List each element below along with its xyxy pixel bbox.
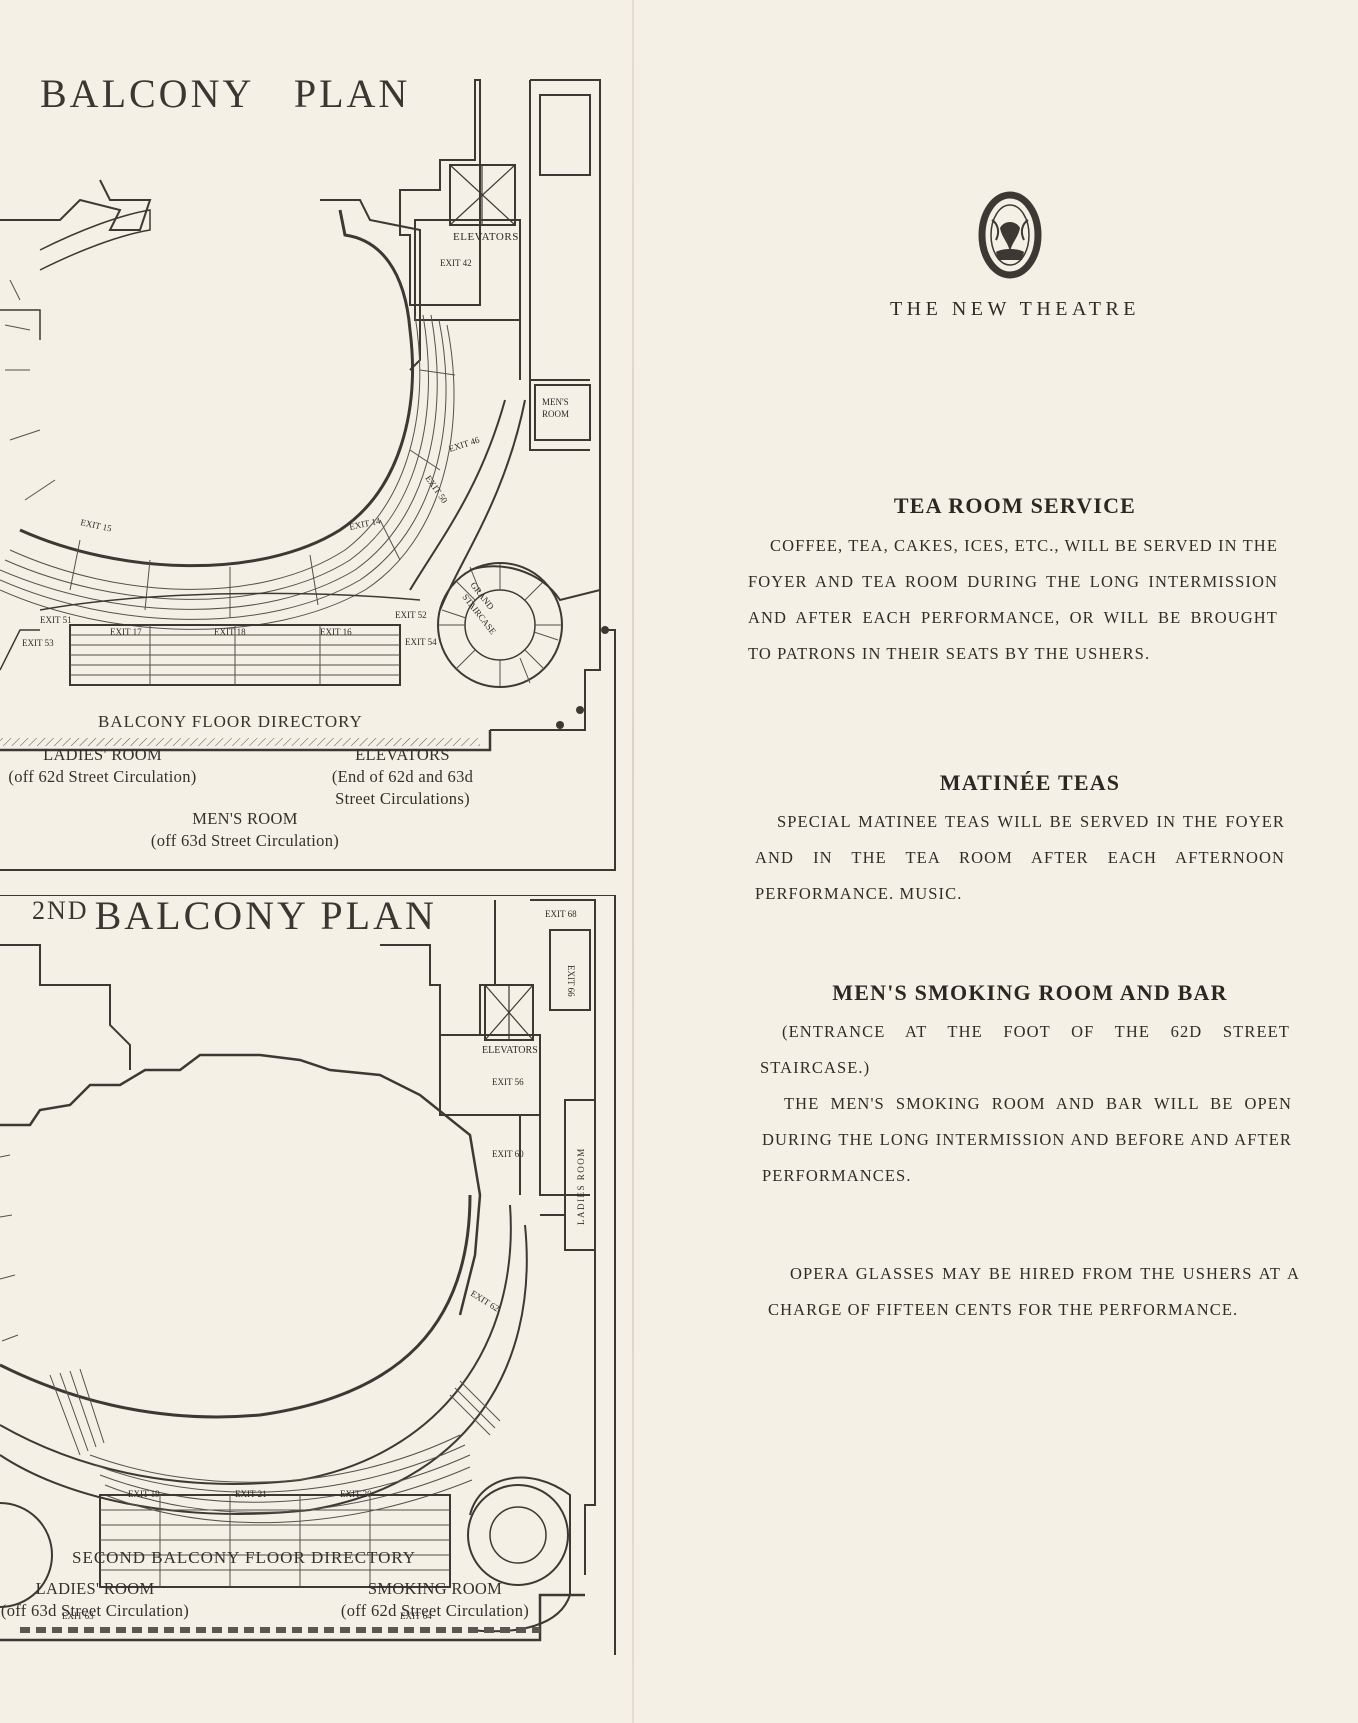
label-exit-21: EXIT 21 <box>235 1489 267 1499</box>
balcony-east-wall <box>490 79 601 731</box>
balcony-directory-mens-room: MEN'S ROOM (off 63d Street Circulation) <box>150 809 340 850</box>
page-fold <box>632 0 634 1723</box>
second-plan-frame <box>0 895 616 1655</box>
balcony-plan-drawing: ELEVATORS EXIT 42 MEN'S ROOM EXIT 46 EXI… <box>0 79 616 871</box>
label-mens-room-2: ROOM <box>542 409 569 419</box>
balcony-directory-ladies-room: LADIES' ROOM (off 62d Street Circulation… <box>8 745 197 786</box>
label-exit-46: EXIT 46 <box>448 434 482 453</box>
ladies-room-box <box>564 1099 596 1251</box>
label-exit-16: EXIT 16 <box>320 627 352 637</box>
mens-room-box <box>534 384 591 441</box>
label-elevators: ELEVATORS <box>453 231 519 243</box>
label-exit-50: EXIT 50 <box>423 473 450 505</box>
second-balcony-lower-tier <box>99 1494 451 1588</box>
smoking-room-note: (ENTRANCE AT THE FOOT OF THE 62D STREET … <box>760 1022 1290 1077</box>
label-exit-68: EXIT 68 <box>545 909 577 919</box>
label-exit-20: EXIT 20 <box>340 1489 372 1499</box>
elevator-lobby <box>414 219 521 321</box>
second-directory-heading: SECOND BALCONY FLOOR DIRECTORY <box>72 1548 417 1567</box>
label-exit-18: EXIT 18 <box>214 627 246 637</box>
label-ladies-room-2: LADIES ROOM <box>576 1147 586 1225</box>
balcony-directory-heading: BALCONY FLOOR DIRECTORY <box>98 712 363 731</box>
label-exit-53: EXIT 53 <box>22 638 54 648</box>
second-round-room <box>467 1484 569 1586</box>
label-exit-17: EXIT 17 <box>110 627 142 637</box>
balcony-plan-frame <box>0 629 616 871</box>
theatre-name: THE NEW THEATRE <box>889 298 1141 320</box>
label-exit-19: EXIT 19 <box>128 1489 160 1499</box>
label-exit-52: EXIT 52 <box>395 610 427 620</box>
balcony-seat-rows <box>0 314 455 630</box>
label-exit-62: EXIT 62 <box>469 1288 501 1313</box>
label-exit-54: EXIT 54 <box>405 637 437 647</box>
smoking-room-heading: MEN'S SMOKING ROOM AND BAR <box>832 980 1228 1005</box>
balcony-elevator-block <box>399 79 481 306</box>
second-directory-ladies-room: LADIES' ROOM (off 63d Street Circulation… <box>0 1579 190 1620</box>
label-exit-15: EXIT 15 <box>80 517 113 533</box>
label-exit-64: EXIT 64 <box>400 1611 432 1621</box>
second-balcony-ordinal: 2ND <box>32 896 89 925</box>
theatre-monogram-icon <box>978 191 1042 279</box>
second-south-wall <box>0 1593 585 1642</box>
second-east-wall <box>530 899 596 1575</box>
second-balcony-title-text: BALCONY PLAN <box>94 893 437 938</box>
tea-room-body: COFFEE, TEA, CAKES, ICES, ETC., WILL BE … <box>748 536 1278 663</box>
balcony-directory-elevators: ELEVATORS (End of 62d and 63d Street Cir… <box>331 745 474 808</box>
opera-glasses-notice: OPERA GLASSES MAY BE HIRED FROM THE USHE… <box>768 1264 1300 1319</box>
label-exit-56: EXIT 56 <box>492 1077 524 1087</box>
label-exit-66: EXIT 66 <box>566 965 576 997</box>
matinee-teas-heading: MATINÉE TEAS <box>939 770 1121 795</box>
smoking-room-body: THE MEN'S SMOKING ROOM AND BAR WILL BE O… <box>762 1094 1292 1185</box>
matinee-teas-body: SPECIAL MATINEE TEAS WILL BE SERVED IN T… <box>755 812 1285 903</box>
second-directory-smoking-room: SMOKING ROOM (off 62d Street Circulation… <box>340 1579 530 1620</box>
label-exit-51: EXIT 51 <box>40 615 72 625</box>
balcony-rail <box>19 209 414 568</box>
label-exit-42: EXIT 42 <box>440 258 472 268</box>
balcony-south-wall <box>0 730 492 752</box>
label-elevators-2: ELEVATORS <box>482 1045 538 1056</box>
label-exit-63: EXIT 63 <box>62 1611 94 1621</box>
label-mens-room-1: MEN'S <box>542 397 569 407</box>
second-balcony-rail <box>0 1053 482 1316</box>
second-balcony-seat-rows <box>89 1434 473 1524</box>
balcony-plan-title: BALCONY PLAN <box>40 71 411 116</box>
balcony-stair-block <box>539 94 591 176</box>
second-stair-block <box>549 929 591 1011</box>
second-balcony-plan-drawing: EXIT 68 EXIT 66 ELEVATORS EXIT 56 EXIT 6… <box>0 895 616 1655</box>
tea-room-heading: TEA ROOM SERVICE <box>893 493 1137 518</box>
label-exit-60: EXIT 60 <box>492 1149 524 1159</box>
